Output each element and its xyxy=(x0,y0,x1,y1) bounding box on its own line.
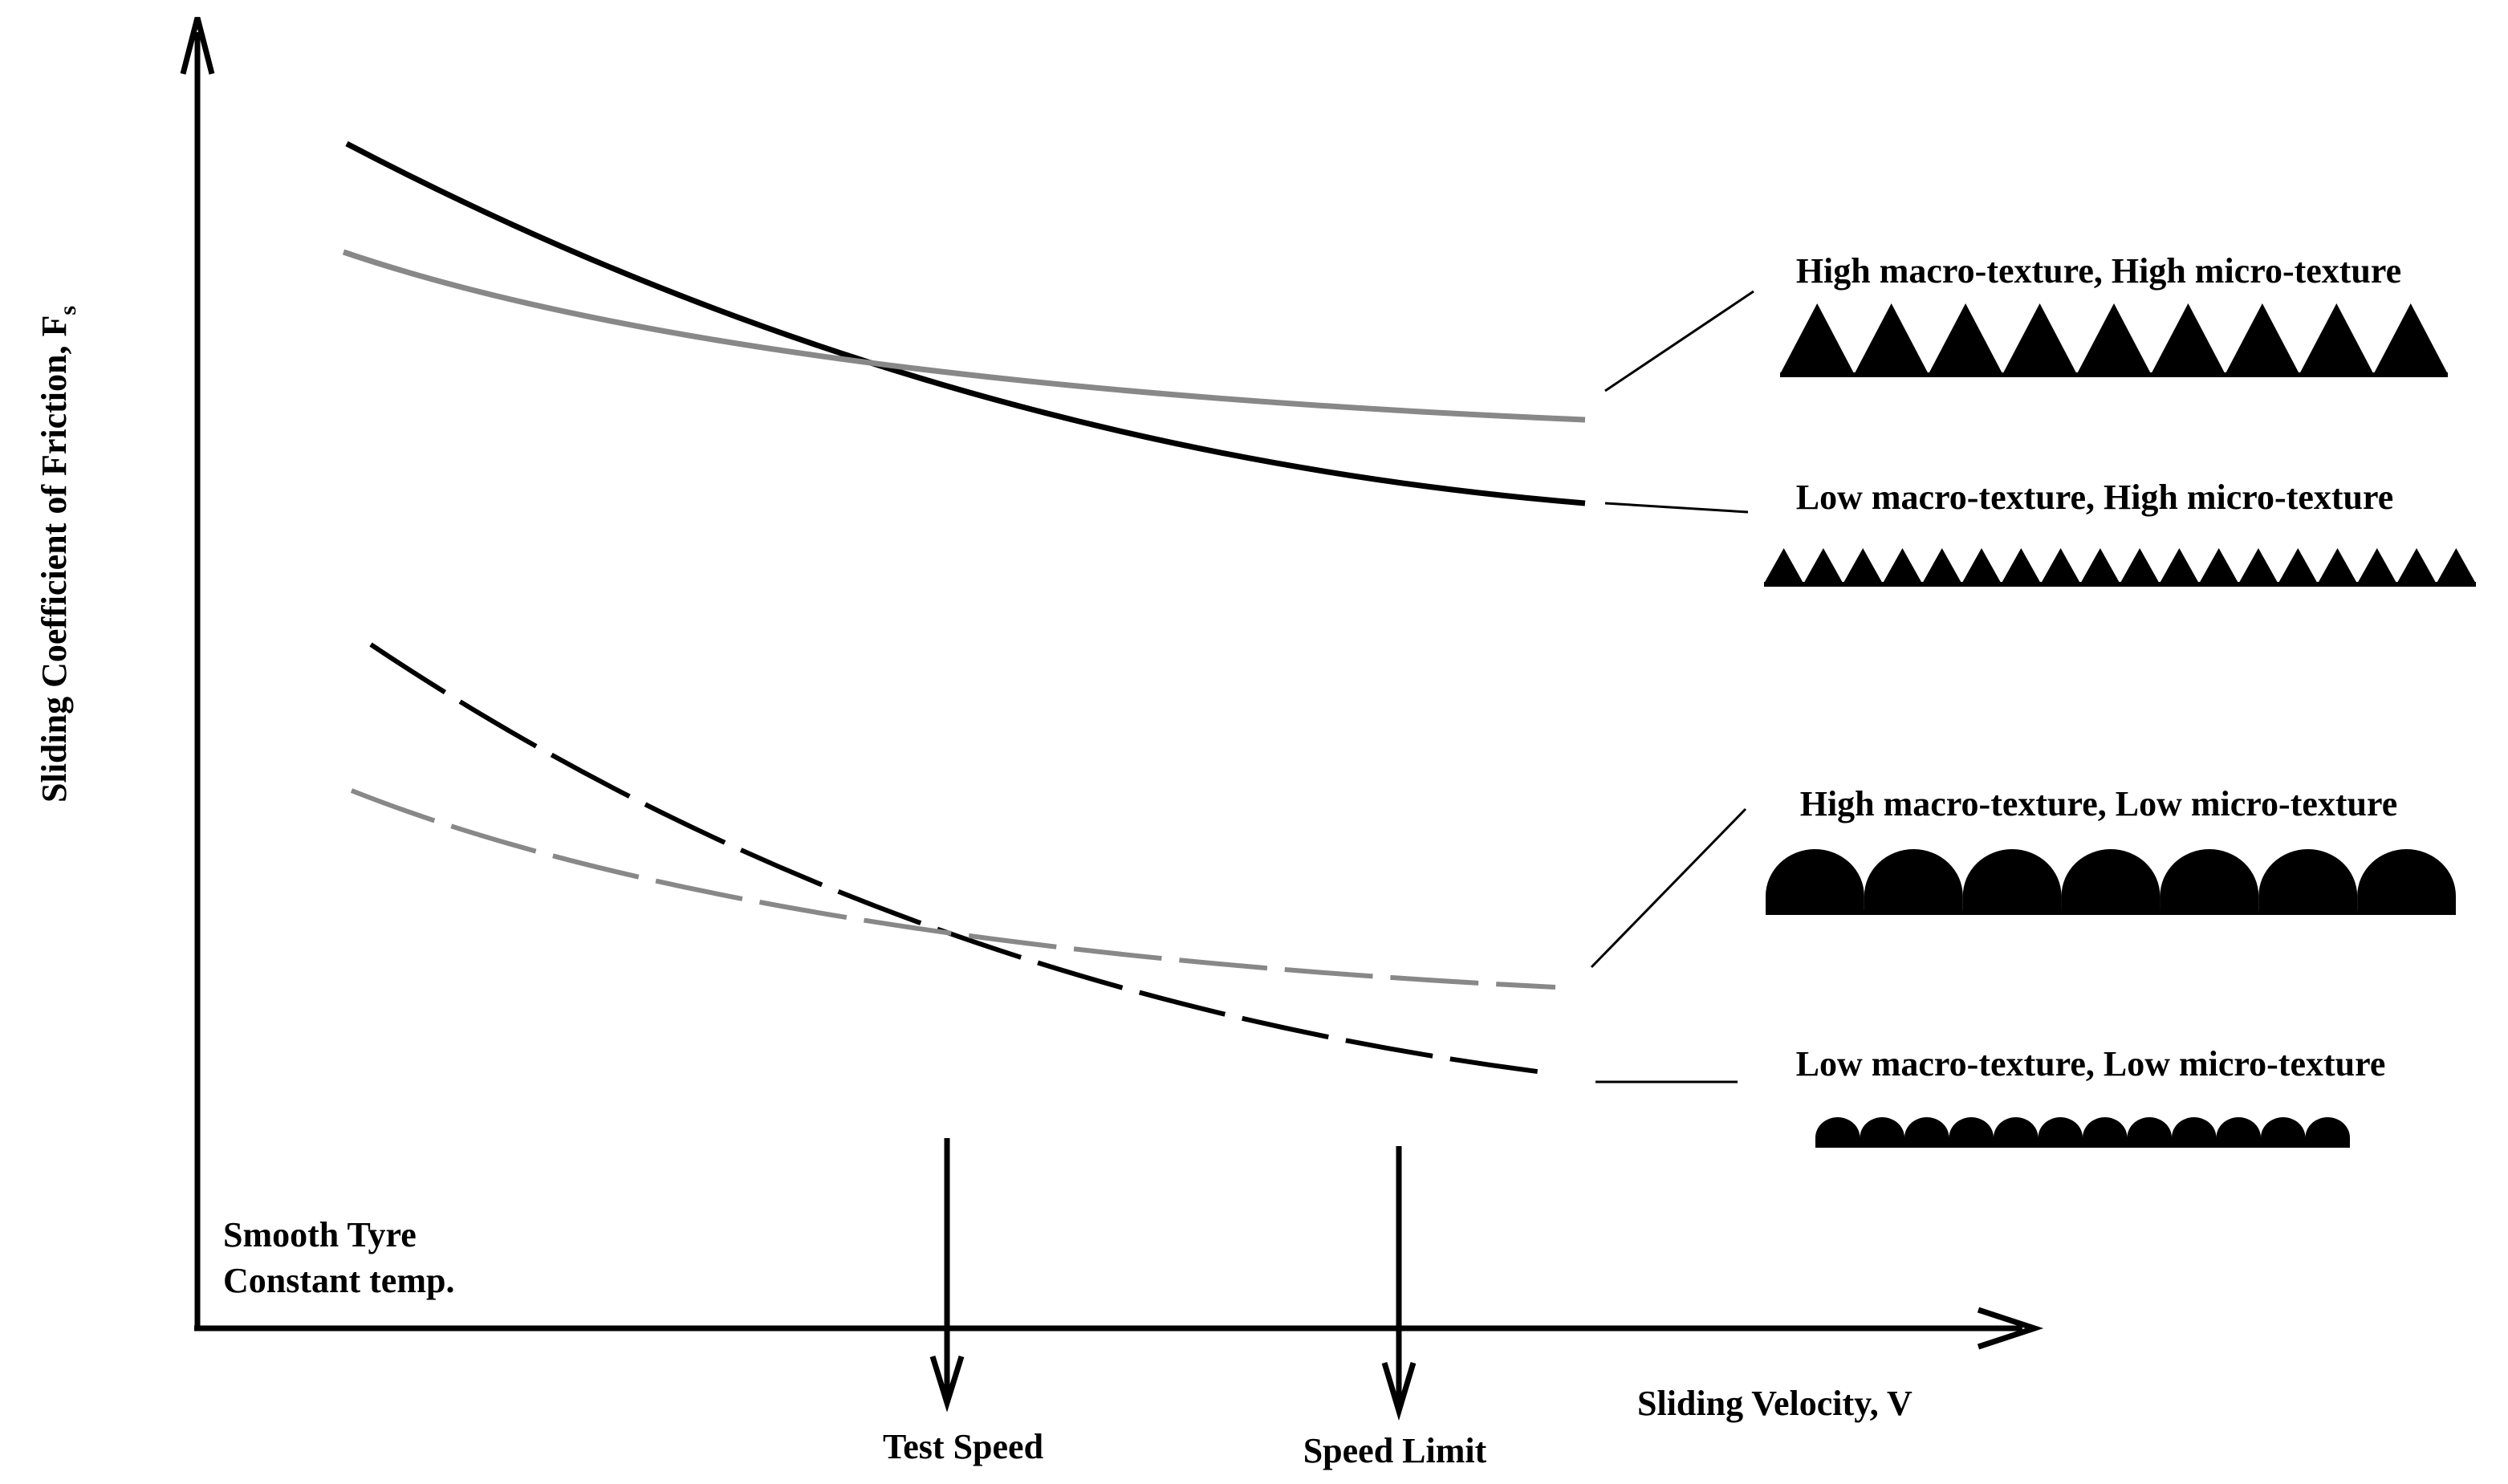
curve-high-micro-grey xyxy=(342,249,1586,423)
friction-curves xyxy=(342,140,1586,1075)
texture-dome xyxy=(1962,849,2062,912)
texture-profile-small-triangles xyxy=(1764,548,2476,587)
texture-peak xyxy=(1854,303,1929,374)
texture-dome xyxy=(2258,849,2358,912)
texture-base xyxy=(1766,910,2456,915)
y-axis-label: Sliding Coefficient of Friction, Fs xyxy=(35,306,81,803)
texture-dome xyxy=(2172,1117,2217,1145)
x-axis-arrowhead xyxy=(1977,1307,2044,1350)
texture-label-4: Low macro-texture, Low micro-texture xyxy=(1796,1044,2386,1084)
texture-dome xyxy=(2083,1117,2128,1145)
texture-label-1: High macro-texture, High micro-texture xyxy=(1796,251,2401,291)
texture-profile-large-triangles xyxy=(1780,303,2448,377)
texture-dome xyxy=(1949,1117,1994,1145)
texture-peak xyxy=(1882,548,1923,583)
texture-peak xyxy=(1922,548,1962,583)
texture-peak xyxy=(1843,548,1883,583)
texture-peak xyxy=(2436,548,2476,583)
texture-base xyxy=(1815,1143,2350,1148)
texture-dome xyxy=(1904,1117,1949,1145)
test-speed-arrowhead xyxy=(929,1355,965,1413)
speed-limit-label: Speed Limit xyxy=(1303,1431,1487,1470)
texture-peak xyxy=(2002,303,2077,374)
texture-dome xyxy=(1815,1117,1860,1145)
texture-profile-small-domes xyxy=(1815,1117,2350,1148)
curve-high-micro-black xyxy=(345,140,1586,506)
texture-dome xyxy=(2061,849,2160,912)
texture-peak xyxy=(1961,548,2002,583)
texture-label-2: Low macro-texture, High micro-texture xyxy=(1796,478,2394,517)
texture-dome xyxy=(2261,1117,2306,1145)
y-axis-arrowhead xyxy=(180,17,215,75)
test-speed-marker: Test Speed xyxy=(883,1138,1043,1466)
texture-peak xyxy=(2080,548,2120,583)
texture-peak xyxy=(2159,548,2200,583)
texture-dome xyxy=(2038,1117,2083,1145)
texture-base xyxy=(1764,582,2476,587)
texture-peak xyxy=(2317,548,2358,583)
leader-line-2 xyxy=(1604,502,1749,514)
texture-peak xyxy=(2357,548,2397,583)
texture-peak xyxy=(2076,303,2152,374)
texture-peak xyxy=(1780,303,1855,374)
curve-low-micro-black-dashed xyxy=(369,642,1544,1075)
condition-line-2: Constant temp. xyxy=(223,1261,454,1300)
texture-dome xyxy=(2127,1117,2172,1145)
test-speed-label: Test Speed xyxy=(883,1427,1043,1466)
leader-lines xyxy=(1590,290,1754,1084)
texture-peak xyxy=(2151,303,2225,374)
texture-dome xyxy=(2216,1117,2261,1145)
speed-limit-marker: Speed Limit xyxy=(1303,1146,1487,1470)
texture-peak xyxy=(2299,303,2374,374)
speed-limit-arrowhead xyxy=(1381,1361,1417,1421)
texture-dome xyxy=(2305,1117,2350,1145)
texture-peak xyxy=(2238,548,2278,583)
texture-dome xyxy=(1766,849,1864,912)
condition-line-1: Smooth Tyre xyxy=(223,1215,417,1254)
texture-peak xyxy=(2001,548,2041,583)
x-axis-label: Sliding Velocity, V xyxy=(1637,1384,1913,1423)
curve-low-micro-grey-dashed xyxy=(350,788,1556,990)
texture-peak xyxy=(2120,548,2160,583)
texture-dome xyxy=(1860,1117,1904,1145)
texture-peak xyxy=(2225,303,2300,374)
texture-peak xyxy=(1928,303,2003,374)
leader-line-3 xyxy=(1590,807,1747,969)
axes xyxy=(180,17,2044,1350)
texture-peak xyxy=(1803,548,1843,583)
texture-base xyxy=(1780,372,2448,377)
texture-dome xyxy=(2357,849,2456,912)
texture-dome xyxy=(2160,849,2259,912)
texture-dome xyxy=(1864,849,1963,912)
texture-profile-large-domes xyxy=(1766,849,2456,915)
texture-label-3: High macro-texture, Low micro-texture xyxy=(1800,784,2398,823)
texture-peak xyxy=(2278,548,2318,583)
texture-peak xyxy=(1764,548,1804,583)
texture-peak xyxy=(2396,548,2437,583)
texture-dome xyxy=(1994,1117,2039,1145)
leader-line-1 xyxy=(1604,290,1754,392)
texture-peak xyxy=(2040,548,2081,583)
texture-peak xyxy=(2373,303,2448,374)
texture-peak xyxy=(2199,548,2239,583)
